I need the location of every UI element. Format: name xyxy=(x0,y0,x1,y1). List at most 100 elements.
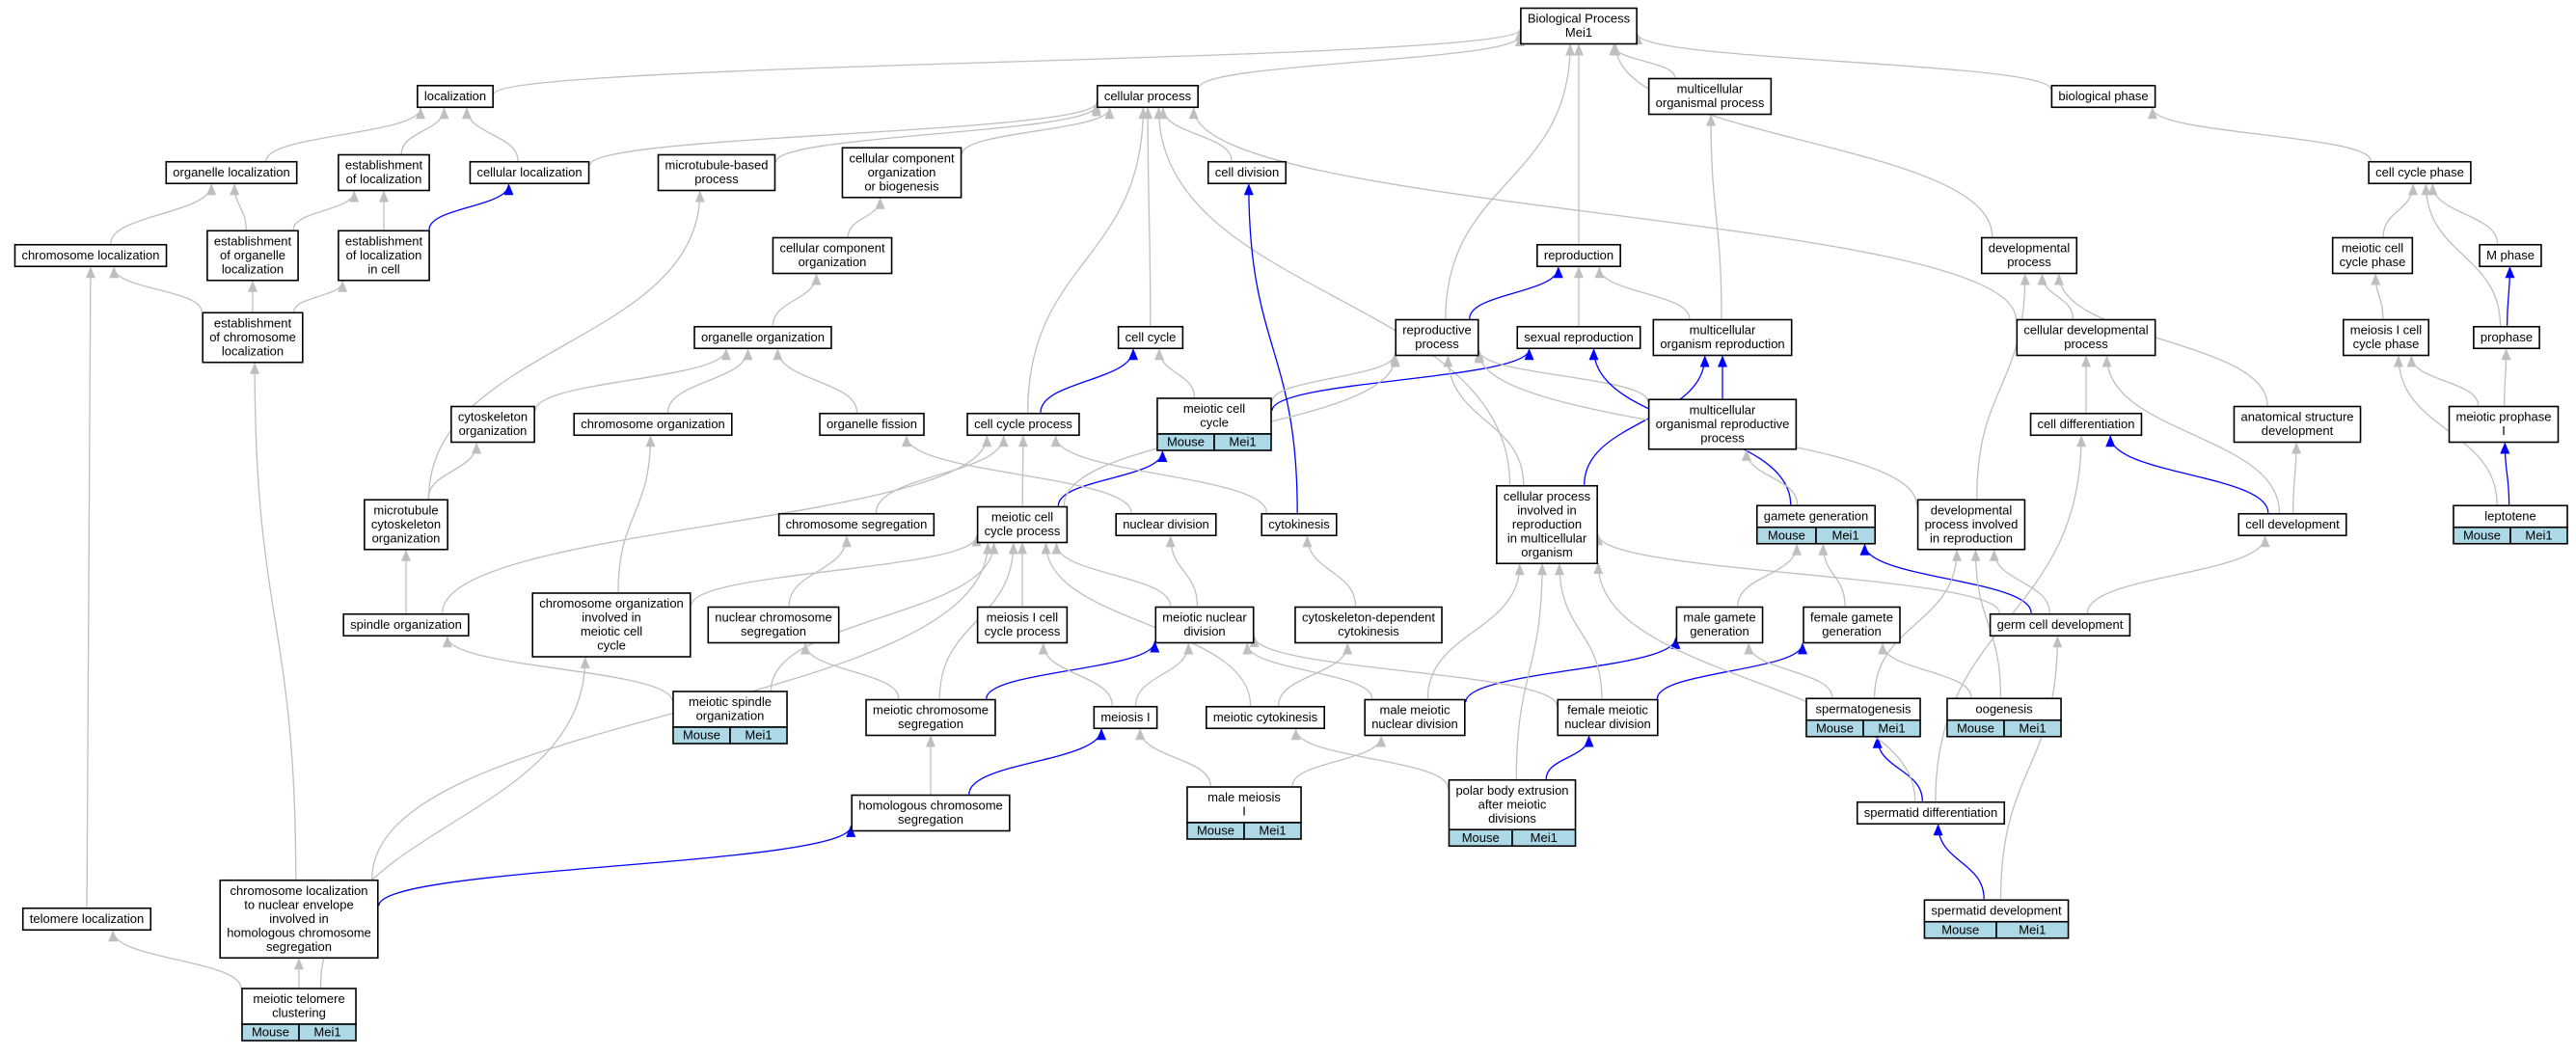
annotation-species-label: Mouse xyxy=(1768,528,1805,542)
go-term-label: homologous chromosome xyxy=(858,799,1003,813)
go-term-reproduction[interactable]: reproduction xyxy=(1536,243,1621,268)
go-term-chromosome-localization[interactable]: chromosome localization xyxy=(14,243,168,268)
go-term-meiosis-i[interactable]: meiosis I xyxy=(1093,705,1158,730)
go-term-box xyxy=(1496,484,1598,565)
is-a-edge xyxy=(1188,107,2017,320)
go-term-cell-cycle-process[interactable]: cell cycle process xyxy=(966,412,1080,437)
go-term-label: establishment xyxy=(214,233,292,248)
go-term-spermatid-differentiation[interactable]: spermatid differentiation xyxy=(1856,800,2006,826)
go-term-organelle-localization[interactable]: organelle localization xyxy=(165,160,298,185)
go-term-label: male meiotic xyxy=(1380,703,1451,718)
go-term-chromosome-segregation[interactable]: chromosome segregation xyxy=(777,512,935,537)
go-term-localization[interactable]: localization xyxy=(417,84,494,109)
go-term-m-phase[interactable]: M phase xyxy=(2479,243,2542,268)
go-term-box xyxy=(1520,7,1638,45)
is-a-edge xyxy=(427,190,705,500)
go-term-label: process xyxy=(694,172,739,186)
go-term-spindle-organization[interactable]: spindle organization xyxy=(342,612,470,637)
go-term-prophase[interactable]: prophase xyxy=(2473,325,2540,350)
annotation-gene-cell xyxy=(1243,822,1302,840)
go-term-label: cycle process xyxy=(985,524,1061,538)
go-term-box xyxy=(851,794,1011,832)
part-of-edge xyxy=(1859,543,2032,613)
go-term-germ-cell-development[interactable]: germ cell development xyxy=(1989,612,2131,637)
go-term-cell-cycle-phase[interactable]: cell cycle phase xyxy=(2368,160,2472,185)
go-term-label: cellular developmental xyxy=(2023,323,2148,338)
go-term-meiotic-cytokinesis[interactable]: meiotic cytokinesis xyxy=(1206,705,1325,730)
go-term-sexual-reproduction[interactable]: sexual reproduction xyxy=(1516,325,1641,350)
go-term-cell-development[interactable]: cell development xyxy=(2237,512,2347,537)
go-term-label: organism xyxy=(1521,545,1572,559)
part-of-edge xyxy=(986,640,1160,699)
go-term-cell-cycle[interactable]: cell cycle xyxy=(1117,325,1184,350)
go-term-telomere-localization[interactable]: telomere localization xyxy=(21,907,152,932)
go-term-organelle-organization[interactable]: organelle organization xyxy=(693,325,832,350)
go-term-cellular-localization[interactable]: cellular localization xyxy=(469,160,590,185)
go-term-nuclear-division[interactable]: nuclear division xyxy=(1115,512,1217,537)
go-term-box xyxy=(672,691,788,728)
is-a-edge xyxy=(265,107,425,161)
go-term-chromosome-organization[interactable]: chromosome organization xyxy=(573,412,733,437)
go-term-biological-phase[interactable]: biological phase xyxy=(2050,84,2156,109)
go-term-cellular-process[interactable]: cellular process xyxy=(1097,84,1199,109)
is-a-edge xyxy=(1278,642,1353,706)
is-a-edge xyxy=(1445,43,1576,319)
annotation-species-label: Mouse xyxy=(1167,435,1205,449)
go-term-box xyxy=(2368,160,2472,185)
go-term-organelle-fission[interactable]: organelle fission xyxy=(819,412,925,437)
is-a-edge xyxy=(1741,448,1799,505)
part-of-edge xyxy=(1933,824,1985,900)
go-term-cell-differentiation[interactable]: cell differentiation xyxy=(2029,412,2143,437)
go-term-label: cytoskeleton xyxy=(371,517,441,531)
go-term-cell-division[interactable]: cell division xyxy=(1207,160,1288,185)
is-a-edge xyxy=(493,28,1525,95)
go-term-cytokinesis[interactable]: cytokinesis xyxy=(1261,512,1338,537)
